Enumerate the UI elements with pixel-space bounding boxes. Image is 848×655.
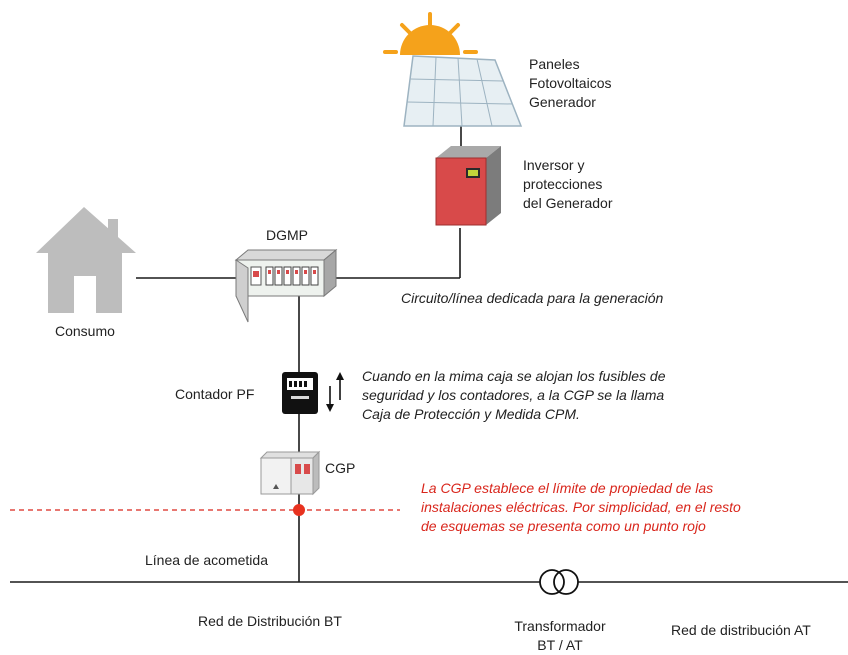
panels-label-line-1: Paneles [529,56,580,72]
inverter-icon [435,146,501,226]
inverter-label: Inversor y protecciones del Generador [523,156,613,213]
inverter-label-line-3: del Generador [523,195,613,211]
transformer-label-line-2: BT / AT [537,637,583,653]
cpm-note: Cuando en la mima caja se alojan los fus… [362,367,666,424]
cgp-label: CGP [325,460,356,476]
bidirectional-arrows-icon [326,372,344,412]
sun-icon [383,12,478,55]
inverter-label-line-2: protecciones [523,176,603,192]
transformer-label: Transformador BT / AT [500,617,620,655]
cgp-note-line-1: La CGP establece el límite de propiedad … [421,480,714,496]
acometida-label: Línea de acometida [145,552,268,568]
cpm-note-line-2: seguridad y los contadores, a la CGP se … [362,387,665,403]
boundary-red-dot [293,504,305,516]
panels-label: Paneles Fotovoltaicos Generador [529,55,611,112]
meter-icon [282,372,318,414]
red-bt-label: Red de Distribución BT [198,613,342,629]
panels-label-line-3: Generador [529,94,596,110]
cpm-note-line-3: Caja de Protección y Medida CPM. [362,406,580,422]
house-icon [36,207,136,313]
solar-panel-icon [403,55,523,127]
distribution-board-icon [234,248,338,323]
cgp-note-line-2: instalaciones eléctricas. Por simplicida… [421,499,741,515]
transformer-label-line-1: Transformador [514,618,606,634]
panels-label-line-2: Fotovoltaicos [529,75,612,91]
inverter-label-line-1: Inversor y [523,157,585,173]
contador-label: Contador PF [175,386,255,402]
consumo-label: Consumo [55,323,115,339]
transformer-icon [539,569,579,595]
cgp-note: La CGP establece el límite de propiedad … [421,479,741,536]
cpm-note-line-1: Cuando en la mima caja se alojan los fus… [362,368,666,384]
red-at-label: Red de distribución AT [671,622,811,638]
cgp-note-line-3: de esquemas se presenta como un punto ro… [421,518,706,534]
circuit-label: Circuito/línea dedicada para la generaci… [401,290,664,306]
cgp-box-icon [259,450,321,496]
dgmp-label: DGMP [266,227,308,243]
